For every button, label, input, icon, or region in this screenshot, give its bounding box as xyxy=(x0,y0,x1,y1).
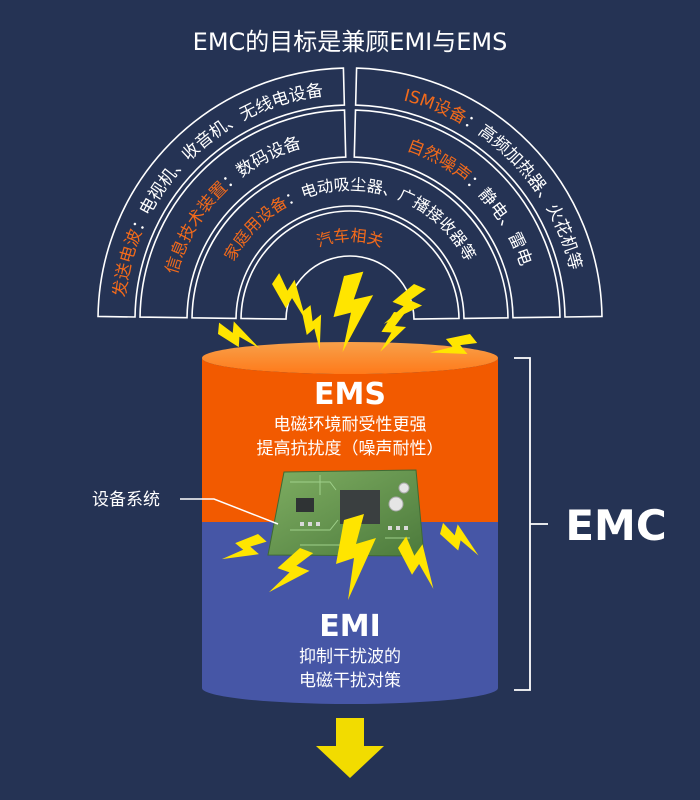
lightning-bolt-icon xyxy=(333,271,374,353)
lightning-bolt-icon xyxy=(440,522,479,556)
page-title: EMC的目标是兼顾EMI与EMS xyxy=(193,28,508,56)
pcb-pins xyxy=(300,522,408,530)
device-leader-line xyxy=(180,498,279,525)
lightning-bolt-icon xyxy=(268,548,314,593)
emc-label: EMC xyxy=(565,501,666,550)
ems-line2: 提高抗扰度（噪声耐性） xyxy=(257,439,444,459)
arc-label-sep: ： xyxy=(282,185,304,209)
pcb-capacitor xyxy=(398,482,410,494)
arc-label-head: 家庭用设备 xyxy=(220,193,290,264)
arc-label-tail: 电动吸尘器、广播接收器等 xyxy=(298,175,479,264)
ems-line1: 电磁环境耐受性更强 xyxy=(274,415,427,435)
arc-label-tail: 数码设备 xyxy=(233,133,304,181)
emi-label: EMI xyxy=(319,609,381,644)
arc-label-head: 发送电波 xyxy=(110,227,146,299)
arc-bands xyxy=(97,67,603,320)
cylinder-top xyxy=(202,342,498,374)
pcb-capacitor xyxy=(388,496,404,512)
down-arrow-icon xyxy=(316,718,384,778)
lightning-bolt-icon xyxy=(383,284,426,324)
lightning-bolt-icon xyxy=(398,536,434,589)
band-left-2 xyxy=(139,109,347,319)
emi-line1: 抑制干扰波的 xyxy=(299,647,401,667)
ems-label: EMS xyxy=(314,377,386,412)
lightning-bolt-icon xyxy=(272,273,307,321)
lightning-bolt-icon xyxy=(302,305,322,351)
arc-label-arcs-center: 汽车相关 xyxy=(314,226,386,251)
emc-bracket xyxy=(514,357,548,691)
lightning-bolt-icon xyxy=(218,321,260,349)
band-right-outer xyxy=(354,67,603,318)
arc-label-sep: ： xyxy=(128,210,153,234)
pcb-board xyxy=(267,469,425,557)
lightning-bolt-icon xyxy=(221,534,267,560)
band-ring-4 xyxy=(240,210,460,320)
band-left-outer xyxy=(97,67,346,318)
device-label: 设备系统 xyxy=(92,490,160,510)
lightning-bolt-icon xyxy=(380,312,407,352)
lightning-bolt-icon xyxy=(430,334,478,355)
band-ring-3 xyxy=(191,161,509,320)
lightning-bolts xyxy=(218,271,479,600)
ems-section xyxy=(202,358,498,522)
arc-label-head: 汽车相关 xyxy=(314,226,386,251)
pcb-chip-small xyxy=(296,498,314,512)
band-right-2 xyxy=(353,109,561,319)
lightning-bolt-icon xyxy=(336,514,376,600)
emi-line2: 电磁干扰对策 xyxy=(299,671,401,691)
